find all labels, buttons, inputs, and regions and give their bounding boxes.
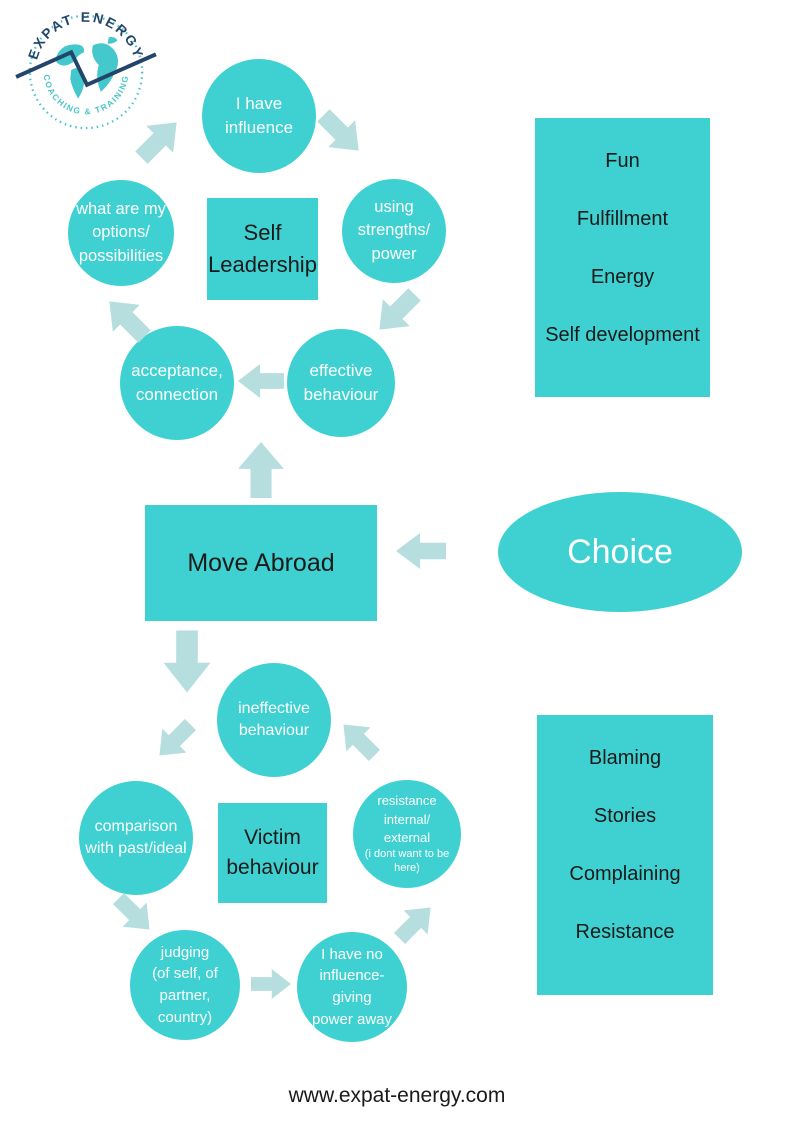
circle-effective-behaviour: effective behaviour [287,329,395,437]
circle-judging-label: judging (of self, of partner, country) [152,943,218,1026]
arrow-strengths-to-effective-icon [366,281,428,343]
arrow-effective-to-acceptance-icon [238,364,284,398]
circle-effective-behaviour-label: effective behaviour [303,361,379,404]
arrow-noinfluence-to-resistance-icon [387,895,442,950]
self-leadership-label: Self Leadership [208,220,317,277]
victim-behaviour-label: Victim behaviour [226,825,319,879]
move-abroad-box: Move Abroad [145,505,377,621]
circle-acceptance-connection: acceptance, connection [120,326,234,440]
arrow-ineffective-to-comparison-icon [147,712,202,767]
circle-no-influence-label: I have no influence- giving power away [311,945,393,1028]
outcome-self-development: Self development [545,324,700,346]
website-url: www.expat-energy.com [288,1084,506,1107]
arrow-moveabroad-down-to-cycle-icon [164,631,211,693]
outcome-fulfillment: Fulfillment [576,208,669,230]
self-leadership-box: Self Leadership [207,198,318,300]
arrow-moveabroad-up-to-cycle-icon [238,442,284,498]
outcome-stories: Stories [593,805,657,827]
circle-comparison-past-ideal-label: comparison with past/ideal [85,817,187,857]
outcome-complaining: Complaining [569,863,681,885]
choice-label: Choice [567,532,673,571]
circle-options-possibilities-label: what are my options/ possibilities [76,200,166,265]
circle-i-have-influence-label: I have influence [224,94,294,137]
circle-resistance: resistance internal/ external (i dont wa… [353,780,461,888]
energy-line-icon [15,49,157,88]
arrow-influence-to-strengths-icon [310,102,372,164]
outcome-resistance: Resistance [575,921,675,943]
arrow-choice-to-moveabroad-icon [396,533,446,569]
outcome-blaming: Blaming [588,747,662,769]
positive-outcomes-panel: Fun Fulfillment Energy Self development [535,118,710,397]
circle-comparison-past-ideal: comparison with past/ideal [79,781,193,895]
outcome-energy: Energy [590,266,655,288]
circle-using-strengths-power-label: using strengths/ power [357,198,431,263]
move-abroad-label: Move Abroad [187,548,335,577]
circle-ineffective-behaviour: ineffective behaviour [217,663,331,777]
arrow-judging-to-noinfluence-icon [251,969,291,999]
victim-behaviour-box: Victim behaviour [218,803,327,903]
circle-resistance-note: (i dont want to be here) [364,847,450,875]
circle-i-have-influence: I have influence [202,59,316,173]
circle-ineffective-behaviour-label: ineffective behaviour [238,699,310,739]
circle-judging: judging (of self, of partner, country) [130,930,240,1040]
circle-using-strengths-power: using strengths/ power [342,179,446,283]
outcome-fun: Fun [605,150,640,172]
choice-ellipse: Choice [498,492,742,612]
arrow-resistance-to-ineffective-icon [331,712,386,767]
expat-energy-logo: EXPAT ENERGY COACHING & TRAINING [15,10,157,130]
circle-acceptance-connection-label: acceptance, connection [131,361,223,404]
circle-options-possibilities: what are my options/ possibilities [68,180,174,286]
circle-no-influence: I have no influence- giving power away [297,932,407,1042]
negative-outcomes-panel: Blaming Stories Complaining Resistance [537,715,713,995]
circle-resistance-label: resistance internal/ external [377,793,437,845]
